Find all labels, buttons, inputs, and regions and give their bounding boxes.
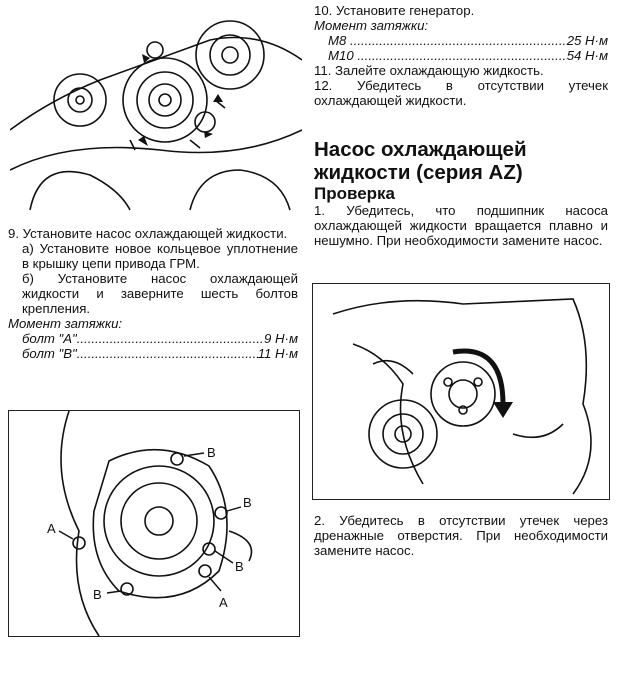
steps-10-12-section: 10. Установите генератор. Момент затяжки… [314, 3, 608, 108]
bolt-label: B [243, 495, 252, 510]
bolt-label: B [235, 559, 244, 574]
step-9-text: 9. Установите насос охлаждающей жидкости… [8, 226, 288, 241]
torque-row: болт "А" 9 Н·м [8, 331, 298, 346]
torque-value: 9 Н·м [264, 331, 298, 346]
bolt-label: B [93, 587, 102, 602]
step-11-text: 11. Залейте охлаждающую жидкость. [314, 63, 544, 78]
step-9a-text: а) Установите новое кольцевое уплотнение… [22, 241, 298, 271]
step-9b-text: б) Установите насос охлаждающей жидкости… [22, 271, 298, 316]
torque-title: Момент затяжки: [314, 18, 429, 33]
step-10-text: 10. Установите генератор. [314, 3, 475, 18]
step-12-text: 12. Убедитесь в отсутствии утечек охлажд… [314, 78, 608, 108]
torque-value: 25 Н·м [566, 33, 608, 48]
figure-pump-rotation [312, 283, 610, 500]
check-2-text: 2. Убедитесь в отсутствии утечек через д… [314, 513, 608, 558]
bolt-label: A [47, 521, 56, 536]
pump-bolts-illustration: B B B A B A [47, 410, 253, 637]
figure-pulley-assembly [9, 0, 303, 212]
section-header: Насос охлаждающей жидкости (серия AZ) Пр… [314, 138, 608, 248]
step-9-section: 9. Установите насос охлаждающей жидкости… [8, 226, 298, 361]
torque-row: M8 25 Н·м [314, 33, 608, 48]
torque-value: 11 Н·м [257, 346, 298, 361]
torque-label: болт "В" [22, 346, 77, 361]
torque-row: M10 54 Н·м [314, 48, 608, 63]
section-heading: Насос охлаждающей жидкости (серия AZ) [314, 138, 527, 184]
bolt-label: B [207, 445, 216, 460]
section-subheading: Проверка [314, 184, 396, 203]
torque-row: болт "В" 11 Н·м [8, 346, 298, 361]
torque-title: Момент затяжки: [8, 316, 123, 331]
torque-value: 54 Н·м [566, 48, 608, 63]
torque-label: болт "А" [22, 331, 77, 346]
bolt-label: A [219, 595, 228, 610]
torque-label: M8 [328, 33, 347, 48]
pump-rotation-illustration [332, 298, 592, 495]
pulley-illustration [9, 20, 303, 211]
figure-pump-bolts: B B B A B A [8, 410, 300, 637]
torque-label: M10 [328, 48, 354, 63]
check-1-text: 1. Убедитесь, что подшипник насоса охлаж… [314, 203, 608, 248]
